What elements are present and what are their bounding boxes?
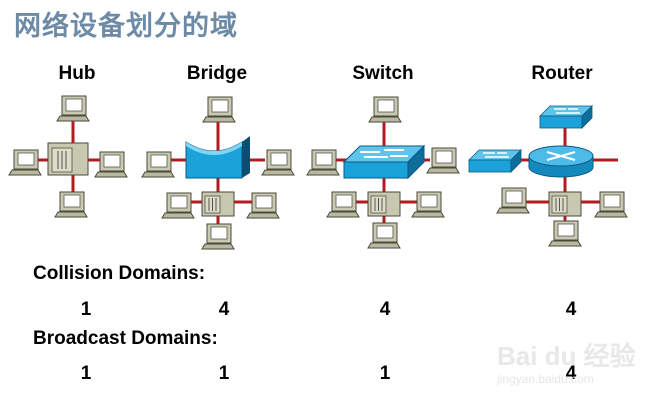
pc-icon bbox=[161, 192, 195, 219]
collision-domains-label: Collision Domains: bbox=[33, 263, 206, 284]
pc-icon bbox=[426, 147, 460, 174]
device-label-hub: Hub bbox=[58, 63, 96, 84]
collision-hub-value: 1 bbox=[80, 299, 92, 320]
pc-icon bbox=[141, 151, 175, 178]
broadcast-router-value: 4 bbox=[565, 363, 577, 384]
pc-icon bbox=[368, 96, 402, 123]
pc-icon bbox=[54, 191, 88, 218]
bridge-icon bbox=[185, 136, 250, 179]
collision-bridge-value: 4 bbox=[218, 299, 230, 320]
switch-topology bbox=[306, 96, 460, 249]
broadcast-switch-value: 1 bbox=[379, 363, 391, 384]
pc-icon bbox=[56, 95, 90, 122]
device-label-router: Router bbox=[531, 63, 593, 84]
hub-icon bbox=[548, 191, 582, 217]
pc-icon bbox=[306, 149, 340, 176]
switch-icon bbox=[539, 105, 593, 129]
watermark-logo: Bai du 经验 bbox=[497, 341, 636, 371]
broadcast-bridge-value: 1 bbox=[218, 363, 230, 384]
pc-icon bbox=[367, 222, 401, 249]
pc-icon bbox=[202, 96, 236, 123]
pc-icon bbox=[411, 191, 445, 218]
hub-topology bbox=[8, 95, 128, 218]
device-label-bridge: Bridge bbox=[186, 63, 248, 84]
hub-icon bbox=[367, 191, 401, 217]
pc-icon bbox=[326, 191, 360, 218]
page-title: 网络设备划分的域 bbox=[14, 11, 238, 42]
pc-icon bbox=[594, 191, 628, 218]
pc-icon bbox=[548, 220, 582, 247]
hub-icon bbox=[201, 191, 235, 217]
pc-icon bbox=[246, 192, 280, 219]
hub-icon bbox=[47, 142, 89, 176]
pc-icon bbox=[201, 223, 235, 250]
broadcast-hub-value: 1 bbox=[80, 363, 92, 384]
collision-router-value: 4 bbox=[565, 299, 577, 320]
device-label-switch: Switch bbox=[352, 63, 414, 84]
bridge-topology bbox=[141, 96, 295, 250]
collision-switch-value: 4 bbox=[379, 299, 391, 320]
pc-icon bbox=[94, 151, 128, 178]
switch-icon bbox=[342, 144, 426, 180]
pc-icon bbox=[8, 149, 42, 176]
pc-icon bbox=[261, 149, 295, 176]
watermark-url: jingyan.baidu.com bbox=[497, 372, 594, 386]
switch-icon bbox=[468, 149, 522, 173]
router-icon bbox=[528, 145, 594, 178]
router-topology bbox=[468, 105, 628, 247]
pc-icon bbox=[496, 187, 530, 214]
broadcast-domains-label: Broadcast Domains: bbox=[33, 328, 218, 349]
